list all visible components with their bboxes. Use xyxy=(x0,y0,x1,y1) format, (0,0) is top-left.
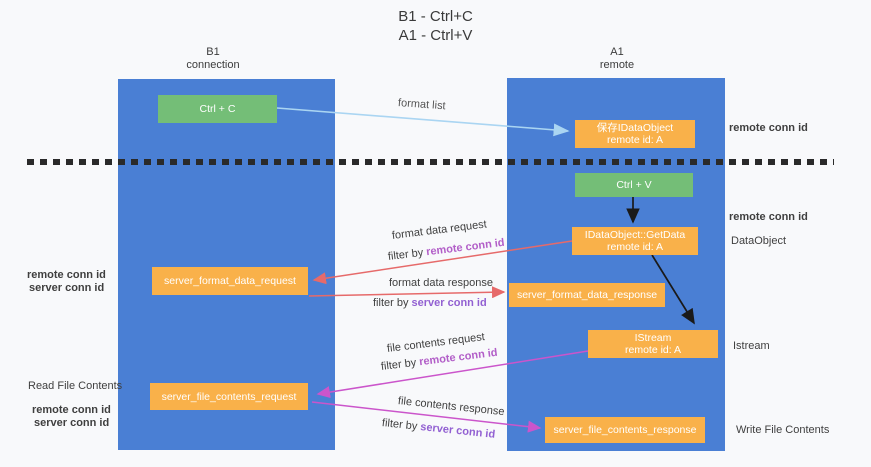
right-label-istream: Istream xyxy=(733,340,770,352)
label-format-data-response: format data response xyxy=(389,277,493,289)
left-label-server-conn-id-1: server conn id xyxy=(29,282,105,294)
node-format-request-label: server_format_data_request xyxy=(164,275,296,287)
label-filter-server-2: filter by server conn id xyxy=(381,417,495,441)
column-b1-name: B1 xyxy=(206,46,220,58)
left-label-remote-conn-id-2: remote conn id xyxy=(32,404,111,416)
right-label-write-file-contents: Write File Contents xyxy=(736,424,830,436)
remote-conn-id-text: remote conn id xyxy=(418,346,499,369)
left-label-server-conn-id-2: server conn id xyxy=(34,417,110,429)
node-istream-line1: IStream xyxy=(634,332,672,344)
node-getdata-line2: remote id: A xyxy=(606,241,664,253)
server-conn-id-text: server conn id xyxy=(411,297,487,309)
label-file-contents-response: file contents response xyxy=(397,395,506,419)
node-file-response-label: server_file_contents_response xyxy=(553,424,697,436)
left-label-read-file-contents: Read File Contents xyxy=(28,380,123,392)
filter-by-text: filter by xyxy=(380,356,420,373)
node-server-format-data-request: server_format_data_request xyxy=(152,267,308,295)
node-save-idataobject-line2: remote id: A xyxy=(606,134,664,146)
label-filter-remote-1: filter by remote conn id xyxy=(387,237,505,263)
node-istream-line2: remote id: A xyxy=(624,344,682,356)
filter-by-text: filter by xyxy=(373,297,412,309)
node-ctrl-c-label: Ctrl + C xyxy=(199,103,236,115)
title-line-2: A1 - Ctrl+V xyxy=(398,27,473,44)
column-a1-role: remote xyxy=(599,59,635,71)
node-server-file-contents-response: server_file_contents_response xyxy=(545,417,705,443)
left-label-remote-conn-id-1: remote conn id xyxy=(27,269,106,281)
node-file-request-label: server_file_contents_request xyxy=(161,390,297,403)
filter-by-text: filter by xyxy=(381,417,421,433)
node-istream: IStream remote id: A xyxy=(588,330,718,358)
right-label-remote-conn-id-2: remote conn id xyxy=(729,211,808,223)
diagram-title: B1 - Ctrl+C A1 - Ctrl+V xyxy=(0,7,871,45)
right-label-remote-conn-id-1: remote conn id xyxy=(729,122,808,134)
node-getdata-line1: IDataObject::GetData xyxy=(584,229,686,241)
column-header-b1: B1 connection xyxy=(153,46,273,72)
label-filter-server-1: filter by server conn id xyxy=(373,297,487,309)
remote-conn-id-text: remote conn id xyxy=(425,236,506,259)
node-ctrl-v: Ctrl + V xyxy=(575,173,693,197)
node-idataobject-getdata: IDataObject::GetData remote id: A xyxy=(572,227,698,255)
node-server-format-data-response: server_format_data_response xyxy=(509,283,665,307)
label-format-data-request: format data request xyxy=(391,218,488,242)
node-save-idataobject: 保存IDataObject remote id: A xyxy=(575,120,695,148)
server-conn-id-text: server conn id xyxy=(419,421,496,441)
node-save-idataobject-line1: 保存IDataObject xyxy=(596,122,674,134)
label-format-list: format list xyxy=(397,97,446,113)
column-a1-name: A1 xyxy=(610,46,624,58)
node-format-response-label: server_format_data_response xyxy=(516,289,658,301)
filter-by-text: filter by xyxy=(387,246,427,263)
node-ctrl-v-label: Ctrl + V xyxy=(616,179,652,191)
node-server-file-contents-request: server_file_contents_request xyxy=(150,383,308,410)
node-ctrl-c: Ctrl + C xyxy=(158,95,277,123)
column-header-a1: A1 remote xyxy=(557,46,677,72)
dashed-separator-line xyxy=(27,159,834,165)
column-b1-role: connection xyxy=(186,59,240,71)
arrow-format-data-response xyxy=(308,286,506,299)
title-line-1: B1 - Ctrl+C xyxy=(398,8,473,25)
right-label-dataobject: DataObject xyxy=(731,235,787,247)
